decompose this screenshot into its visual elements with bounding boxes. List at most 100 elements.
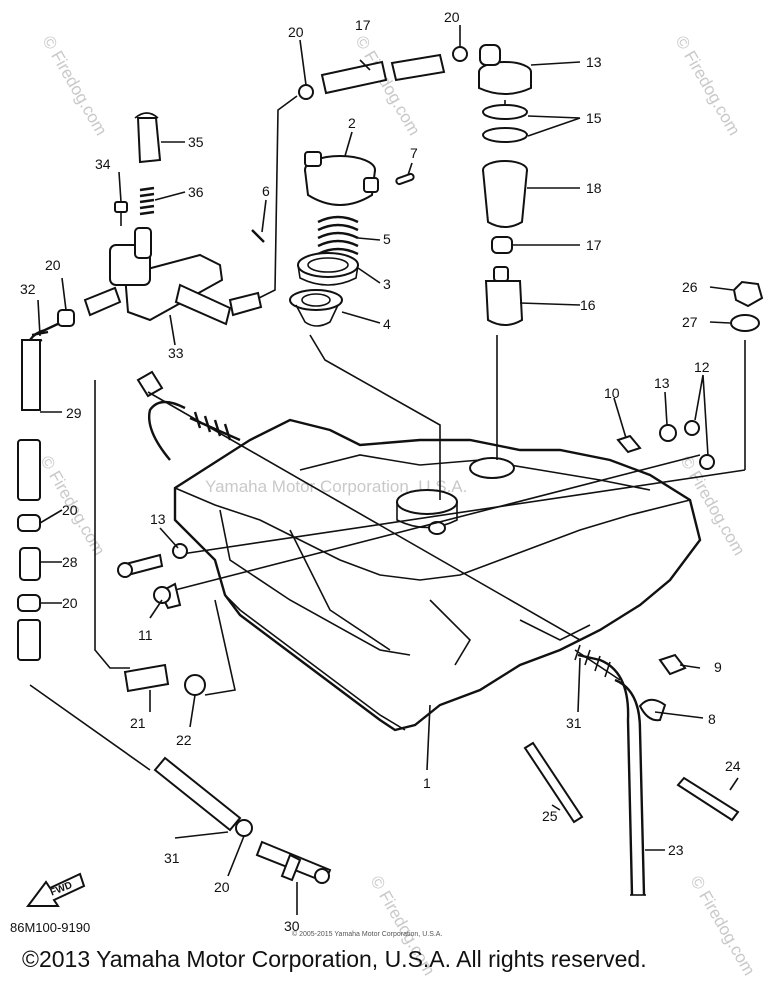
part-label: 6 xyxy=(262,183,270,199)
part-label: 34 xyxy=(95,156,111,172)
part-label: 26 xyxy=(682,279,698,295)
leader-line-tank-a xyxy=(147,391,581,641)
part-label: 32 xyxy=(20,281,36,297)
part-label: 20 xyxy=(288,24,304,40)
filler-neck xyxy=(396,489,458,535)
part-label: 20 xyxy=(214,879,230,895)
part-label: 13 xyxy=(150,511,166,527)
washers-15 xyxy=(482,104,528,143)
spring-5 xyxy=(317,215,359,256)
corrugated-tube xyxy=(189,411,241,442)
cap-8 xyxy=(638,698,667,722)
fwd-arrow-icon: FWD xyxy=(26,872,86,907)
valve-16 xyxy=(484,266,524,326)
part-label: 23 xyxy=(668,842,684,858)
part-label: 3 xyxy=(383,276,391,292)
hose-31-right xyxy=(577,653,634,896)
t-joint-30 xyxy=(255,840,332,884)
part-label: 13 xyxy=(654,375,670,391)
part-label: 36 xyxy=(188,184,204,200)
part-label: 31 xyxy=(164,850,180,866)
part-label: 7 xyxy=(410,145,418,161)
pin-7 xyxy=(395,172,415,186)
copyright-notice: ©2013 Yamaha Motor Corporation, U.S.A. A… xyxy=(22,946,647,972)
clamp-17 xyxy=(491,236,513,254)
part-label: 10 xyxy=(604,385,620,401)
clip-10 xyxy=(616,434,642,454)
part-label: 22 xyxy=(176,732,192,748)
part-label: 9 xyxy=(714,659,722,675)
part-label: 1 xyxy=(423,775,431,791)
hose-29 xyxy=(17,439,41,501)
part-label: 16 xyxy=(580,297,596,313)
clip-9 xyxy=(658,653,687,676)
watermark: © Firedog.com xyxy=(39,33,111,139)
band-25 xyxy=(523,741,584,824)
hose-31-left xyxy=(153,756,242,832)
part-label: 33 xyxy=(168,345,184,361)
screw-34 xyxy=(114,201,128,226)
part-label: 17 xyxy=(355,17,371,33)
watermark-tank: Yamaha Motor Corporation, U.S.A. xyxy=(205,477,467,496)
part-label: 13 xyxy=(586,54,602,70)
pin-6 xyxy=(251,229,265,243)
clamp-20-mid xyxy=(17,514,41,532)
grommet-12b xyxy=(699,454,715,470)
hose-21 xyxy=(123,663,170,693)
nut-26 xyxy=(732,280,764,308)
gasket-4 xyxy=(289,289,343,327)
gasket-3 xyxy=(297,252,359,286)
part-label: 20 xyxy=(45,257,61,273)
clamp-20-hose xyxy=(57,309,75,327)
band-24 xyxy=(676,776,740,822)
part-number-labels: 20 17 20 13 15 18 17 16 2 7 6 5 3 4 35 3… xyxy=(20,9,741,934)
part-label: 29 xyxy=(66,405,82,421)
part-label: 8 xyxy=(708,711,716,727)
tube-end xyxy=(136,370,164,398)
spring-36 xyxy=(139,186,155,216)
hose-19a xyxy=(320,60,388,95)
fuel-cock-33 xyxy=(83,227,263,326)
part-label: 20 xyxy=(62,595,78,611)
vent-cap-14 xyxy=(478,44,532,110)
sleeve-18 xyxy=(482,160,528,228)
u-tube xyxy=(148,400,186,461)
hose-23 xyxy=(614,678,646,896)
part-label: 18 xyxy=(586,180,602,196)
part-label: 5 xyxy=(383,231,391,247)
clamp-20-low xyxy=(17,594,41,612)
clamp-22 xyxy=(184,674,206,696)
leader-4-tank xyxy=(309,334,441,500)
clamp-20-bottom xyxy=(235,819,253,837)
part-label: 4 xyxy=(383,316,391,332)
part-label: 30 xyxy=(284,918,300,934)
callout-leaders xyxy=(37,25,739,915)
part-label: 25 xyxy=(542,808,558,824)
bolt-11-left xyxy=(117,553,164,578)
part-label: 17 xyxy=(586,237,602,253)
clamp-20-top-right xyxy=(452,46,468,62)
part-label: 31 xyxy=(566,715,582,731)
washer-13-left xyxy=(172,543,188,559)
small-copyright: © 2005-2015 Yamaha Motor Corporation, U.… xyxy=(292,931,443,938)
lever-35 xyxy=(134,112,162,164)
part-label: 28 xyxy=(62,554,78,570)
part-label: 20 xyxy=(444,9,460,25)
part-label: 27 xyxy=(682,314,698,330)
part-label: 35 xyxy=(188,134,204,150)
part-label: 2 xyxy=(348,115,356,131)
hose-lower xyxy=(17,619,41,661)
part-label: 20 xyxy=(62,502,78,518)
joint-28 xyxy=(19,547,41,581)
part-label: 11 xyxy=(138,627,153,643)
clamp-20-top-left xyxy=(298,84,314,100)
corrugated-hose-32 xyxy=(21,320,63,411)
vent-line xyxy=(254,95,298,301)
part-label: 24 xyxy=(725,758,741,774)
overflow-line xyxy=(94,380,130,669)
bolt-11 xyxy=(153,582,182,610)
fuel-cap-2 xyxy=(304,151,379,206)
part-label: 21 xyxy=(130,715,146,731)
